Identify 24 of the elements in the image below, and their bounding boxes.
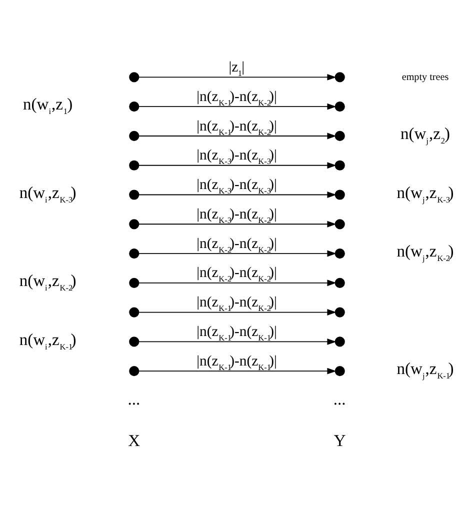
edge-label: |n(z$_{K-1}$)-n(z$_{K-1}$)| <box>196 324 277 342</box>
label: Y <box>334 430 346 450</box>
label: n(w$_{i}$,z$_{K-2}$) <box>19 271 76 293</box>
edge-label: |n(z$_{K-1}$)-n(z$_{K-2}$)| <box>196 118 277 137</box>
label: n(w$_{i}$,z$_{K-1}$) <box>19 330 76 352</box>
label: n(w$_{j}$,z$_{2}$) <box>400 124 450 146</box>
edge-label: |n(z$_{K-1}$)-n(z$_{K-2}$)| <box>196 88 277 108</box>
edge-label: |n(z$_{K-1}$)-n(z$_{K-2}$)| <box>196 294 277 314</box>
label: ... <box>333 390 346 409</box>
edge-label: |n(z$_{K-2}$)-n(z$_{K-2}$)| <box>196 265 277 284</box>
edge-label: |n(z$_{K-3}$)-n(z$_{K-2}$)| <box>196 206 277 225</box>
label: n(w$_{i}$,z$_{K-3}$) <box>19 182 76 204</box>
label: ... <box>128 390 140 409</box>
label: n(w$_{i}$,z$_{1}$) <box>23 94 73 116</box>
label: empty trees <box>402 72 449 83</box>
label: n(w$_{j}$,z$_{K-3}$) <box>396 182 454 204</box>
label: n(w$_{j}$,z$_{K-1}$) <box>396 359 454 381</box>
label: X <box>128 430 140 450</box>
edge-label: |n(z$_{K-3}$)-n(z$_{K-3}$)| <box>196 148 277 166</box>
edge-label: |n(z$_{K-2}$)-n(z$_{K-2}$)| <box>196 236 277 254</box>
edge-label: |z$_{1}$| <box>228 60 245 78</box>
label: n(w$_{j}$,z$_{K-2}$) <box>396 242 454 264</box>
edge-label: |n(z$_{K-3}$)-n(z$_{K-3}$)| <box>196 177 277 196</box>
edge-label: |n(z$_{K-1}$)-n(z$_{K-1}$)| <box>196 353 277 372</box>
